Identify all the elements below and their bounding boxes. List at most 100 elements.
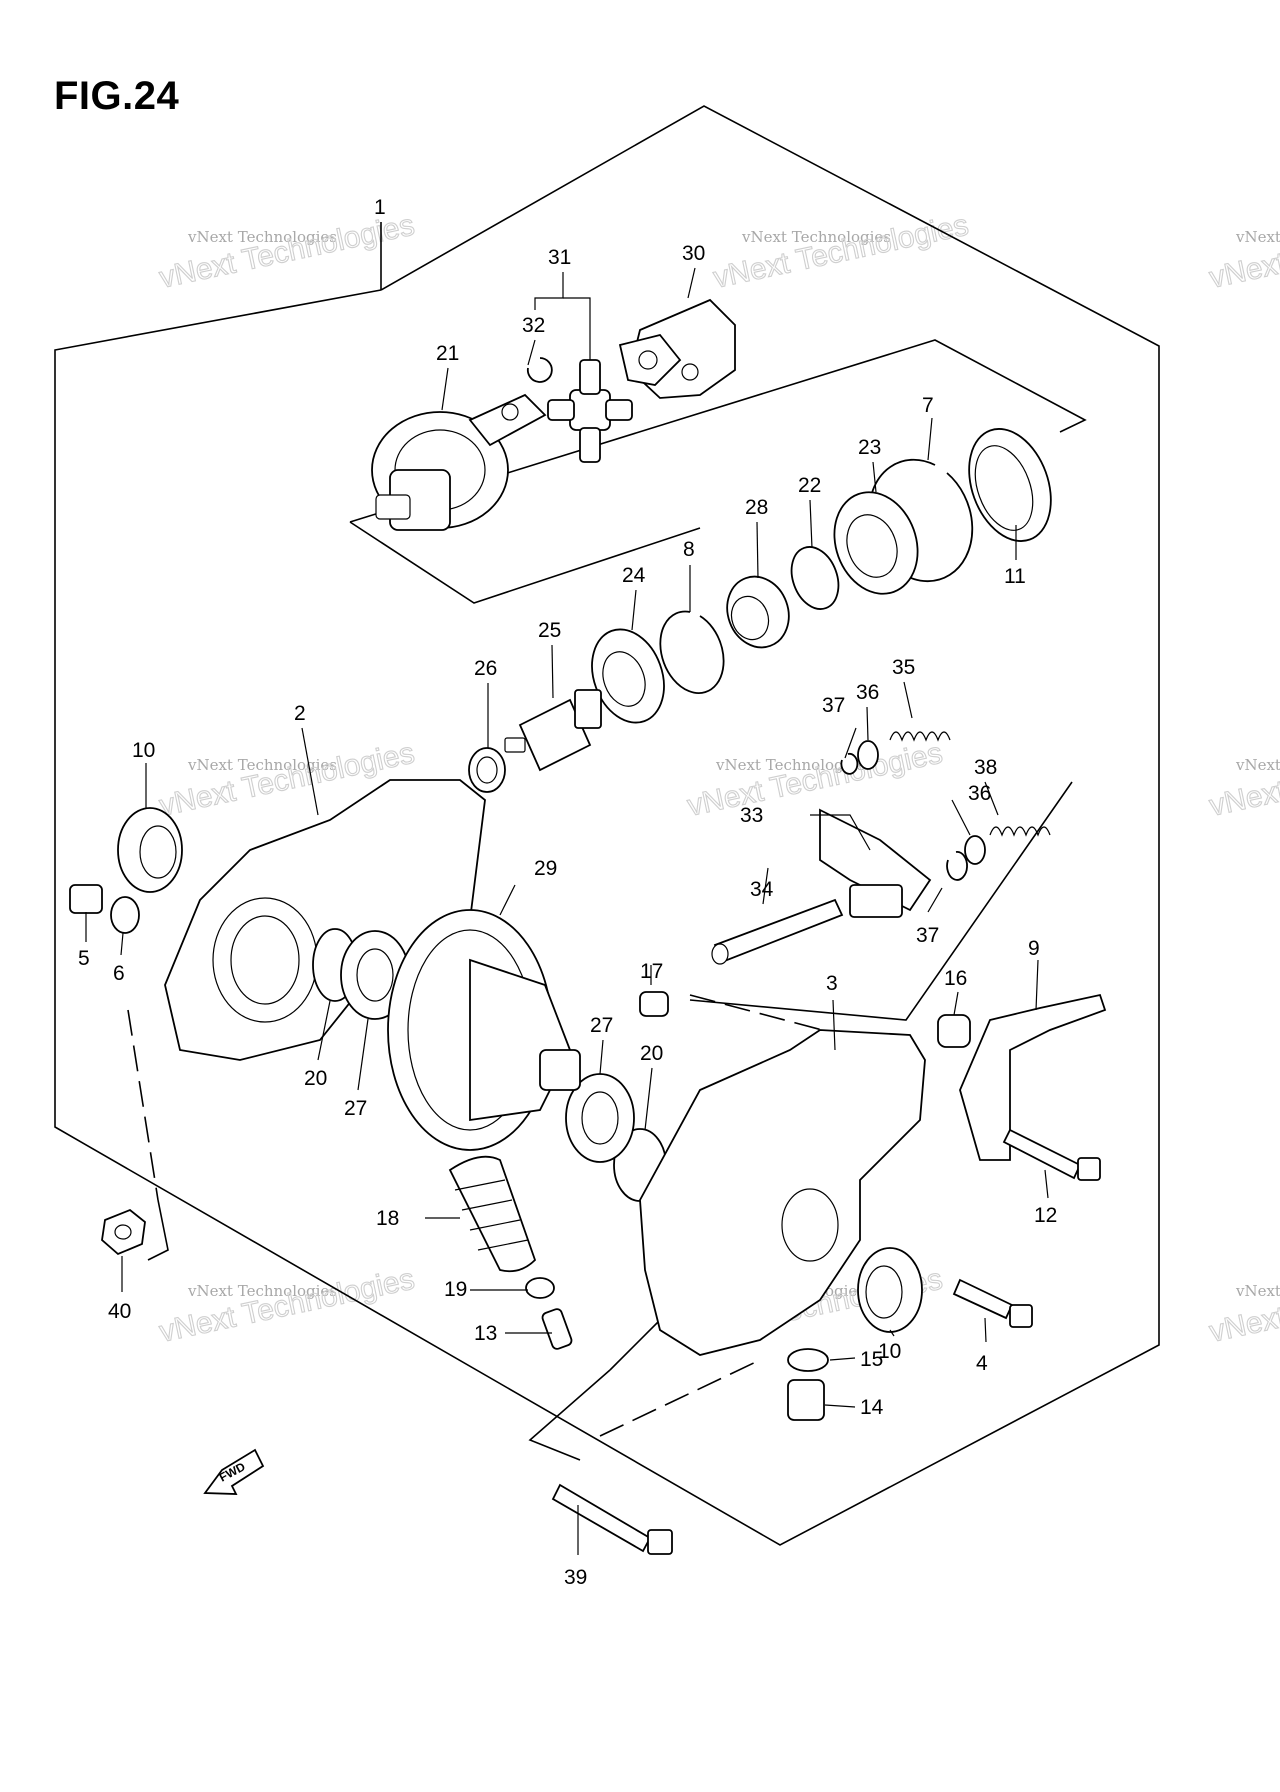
callout-label: 15 xyxy=(860,1348,883,1371)
callout-label: 17 xyxy=(640,960,663,983)
part-bolt-39 xyxy=(551,1483,673,1555)
bracket-line xyxy=(528,1369,611,1461)
part-yoke-30 xyxy=(618,298,736,399)
leader-lines xyxy=(85,267,1049,1555)
callout-label: 3 xyxy=(826,972,838,995)
callout-label: 14 xyxy=(860,1396,884,1419)
watermark-text: vNext Technologies xyxy=(1207,1263,1280,1349)
callout-label: 6 xyxy=(113,962,125,985)
part-plug-14 xyxy=(787,1379,825,1421)
subassembly-outline xyxy=(349,339,1087,523)
part-bearing-23 xyxy=(833,491,919,595)
part-bushing-17 xyxy=(639,991,669,1017)
callout-label: 1 xyxy=(374,196,386,219)
part-clamp-19 xyxy=(525,1277,555,1299)
part-clip-37 xyxy=(840,752,859,775)
part-boot-18 xyxy=(448,1155,537,1273)
callout-label: 40 xyxy=(108,1300,131,1323)
watermark-text: vNext Technologies xyxy=(741,228,891,246)
figure-title: FIG.24 xyxy=(54,74,180,118)
part-clip-37 xyxy=(946,851,968,881)
part-plug-5 xyxy=(69,884,103,914)
callout-label: 26 xyxy=(474,657,497,680)
watermark-text: vNext Technologies xyxy=(1235,1282,1280,1300)
part-flange-21 xyxy=(371,393,547,531)
watermark-text: vNext Technologies xyxy=(685,737,946,823)
callout-label: 30 xyxy=(682,242,705,265)
callout-label: 39 xyxy=(564,1566,587,1589)
watermark-text: vNext Technologies xyxy=(187,756,337,774)
callout-label: 29 xyxy=(534,857,557,880)
callout-label: 7 xyxy=(922,394,934,417)
part-washer-36 xyxy=(857,740,879,770)
callout-label: 8 xyxy=(683,538,695,561)
part-bolt-4 xyxy=(952,1278,1033,1328)
part-bearing-24 xyxy=(591,628,665,724)
callout-labels: 1 2 3 4 5 6 7 8 9 10 10 11 12 13 14 15 1… xyxy=(78,196,1057,1589)
callout-label: 2 xyxy=(294,702,306,725)
part-housing-2 xyxy=(164,779,486,1061)
watermark-text: vNext Technologies xyxy=(187,228,337,246)
callout-label: 20 xyxy=(304,1067,327,1090)
part-circlip-8 xyxy=(659,610,725,694)
part-spring-38 xyxy=(989,826,1051,837)
callout-label: 12 xyxy=(1034,1204,1057,1227)
callout-label: 36 xyxy=(968,782,991,805)
callout-label: 22 xyxy=(798,474,821,497)
part-gasket-6 xyxy=(110,896,140,934)
callout-label: 37 xyxy=(916,924,939,947)
part-differential-29 xyxy=(387,909,581,1151)
part-spring-35 xyxy=(889,731,951,742)
callout-label: 10 xyxy=(132,739,155,762)
watermark-text: vNext Technologies xyxy=(711,209,972,295)
callout-label: 25 xyxy=(538,619,561,642)
bracket-line xyxy=(147,1199,169,1261)
dashed-connector xyxy=(599,1359,761,1437)
callout-label: 36 xyxy=(856,681,879,704)
callout-label: 27 xyxy=(344,1097,367,1120)
callout-label: 4 xyxy=(976,1352,988,1375)
part-ring-22 xyxy=(790,546,840,610)
callout-label: 19 xyxy=(444,1278,467,1301)
callout-label: 34 xyxy=(750,878,774,901)
part-lever-9 xyxy=(959,993,1107,1161)
watermark-text: vNext Technologies xyxy=(157,1263,418,1349)
callout-label: 35 xyxy=(892,656,915,679)
callout-label: 23 xyxy=(858,436,881,459)
part-pin-13 xyxy=(541,1308,573,1350)
part-oil-seal-11 xyxy=(968,428,1052,542)
callout-label: 24 xyxy=(622,564,646,587)
assembly-outline xyxy=(54,105,1160,1546)
part-needle-bearing-26 xyxy=(468,747,506,793)
callout-label: 28 xyxy=(745,496,768,519)
watermark-text: vNext Technologies xyxy=(1235,228,1280,246)
callout-label: 33 xyxy=(740,804,763,827)
callout-label: 5 xyxy=(78,947,90,970)
dashed-connector xyxy=(127,1009,159,1201)
part-seal-10 xyxy=(117,807,183,893)
part-snap-ring-32 xyxy=(526,357,553,383)
part-shaft-34 xyxy=(711,898,844,965)
callout-label: 27 xyxy=(590,1014,613,1037)
part-bushing-16 xyxy=(937,1014,971,1048)
watermark-text: vNext Technologies xyxy=(187,1282,337,1300)
part-seal-10 xyxy=(857,1247,923,1333)
callout-label: 9 xyxy=(1028,937,1040,960)
callout-label: 32 xyxy=(522,314,545,337)
fwd-arrow-icon: FWD xyxy=(203,1448,265,1495)
callout-label: 10 xyxy=(878,1340,901,1363)
callout-label: 38 xyxy=(974,756,997,779)
part-washer-36 xyxy=(964,835,986,865)
part-pinion-25 xyxy=(504,689,602,772)
part-bolt-12 xyxy=(1002,1128,1101,1181)
callout-label: 18 xyxy=(376,1207,399,1230)
callout-label: 16 xyxy=(944,967,967,990)
callout-label: 20 xyxy=(640,1042,663,1065)
part-needle-bearing-28 xyxy=(726,575,790,649)
watermark-text: vNext Technologies xyxy=(1207,737,1280,823)
watermark-text: vNext Technologies xyxy=(1235,756,1280,774)
bracket-line xyxy=(689,781,1073,1021)
callout-label: 31 xyxy=(548,246,571,269)
part-bearing-27 xyxy=(565,1073,635,1163)
